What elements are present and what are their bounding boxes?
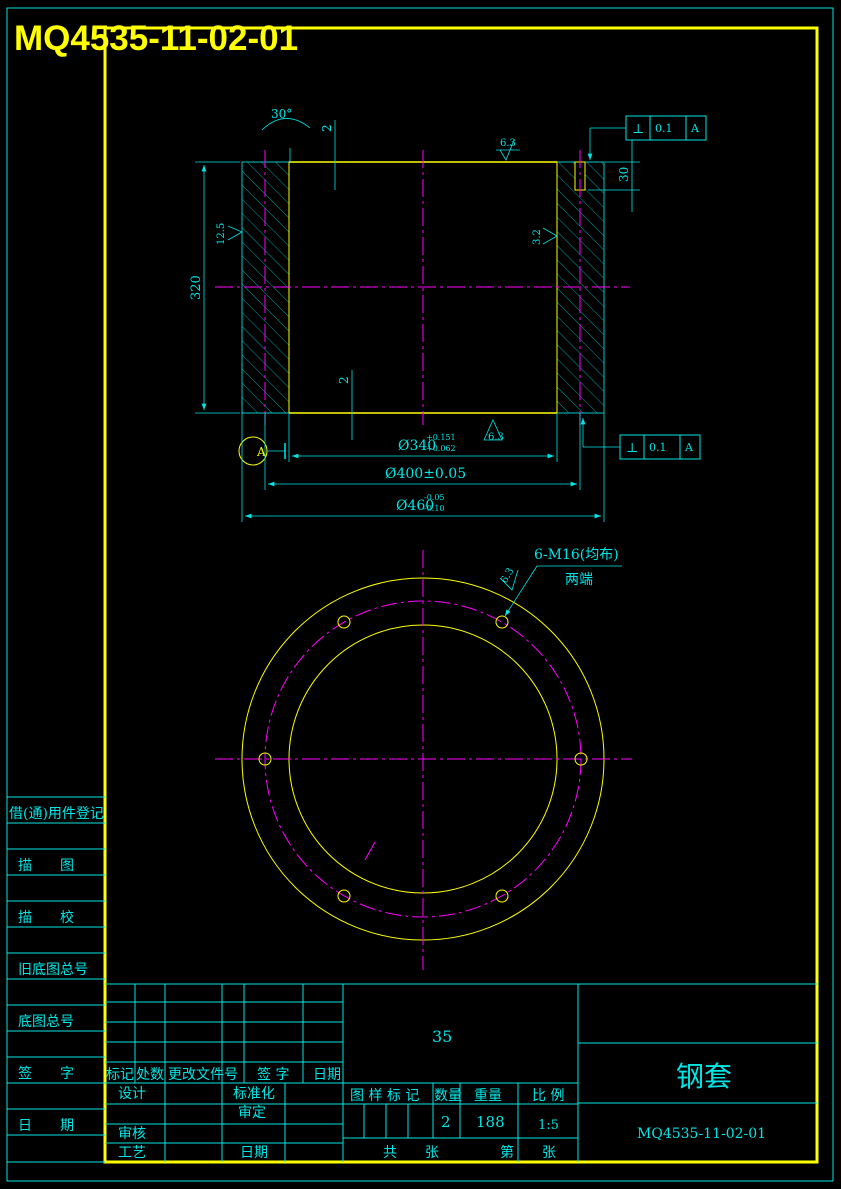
drawing-number-header: MQ4535-11-02-01: [14, 19, 298, 58]
tolerance-value-bottom: 0.1: [649, 441, 667, 454]
threaded-holes: [258, 615, 588, 903]
standardization-label: 标准化: [233, 1086, 275, 1102]
left-registry-column: 借(通)用件登记 描 图 描 校 旧底图总号 底图总号 签 字 日 期: [7, 796, 105, 1163]
bore-tol-upper: +0.151: [426, 433, 456, 442]
thread-note-ends: 两端: [565, 572, 593, 588]
tolerance-datum-bottom: A: [684, 441, 694, 454]
sheet-number-label: 第 张: [500, 1144, 556, 1161]
drawing-border: [103, 26, 819, 1164]
chamfer-angle-label: 30°: [271, 107, 292, 121]
design-label: 设计: [118, 1086, 146, 1102]
bore-tol-lower: +0.062: [426, 444, 456, 453]
registry-base-no: 底图总号: [18, 1014, 74, 1030]
registry-old-base-no: 旧底图总号: [18, 962, 88, 978]
col-header-quantity: 数量: [434, 1088, 462, 1104]
material-value: 35: [432, 1027, 452, 1046]
weight-value: 188: [476, 1113, 505, 1131]
total-sheets-label: 共 张: [383, 1145, 439, 1161]
section-view: 320 2 30° 2 6.3 6.3 12.5 3.2 30: [189, 107, 707, 522]
rev-header-mark: 标记: [106, 1067, 134, 1083]
roughness-inner: 3.2: [532, 229, 543, 245]
registry-borrowed-parts: 借(通)用件登记: [9, 806, 104, 822]
registry-draw: 描 图: [18, 858, 74, 874]
plan-view: 6-M16(均布) 两端 6.3: [215, 547, 632, 970]
roughness-outer: 12.5: [216, 223, 227, 245]
outer-tol-upper: -0.05: [424, 493, 445, 502]
perpendicularity-icon: ⊥: [632, 122, 644, 137]
roughness-bottom: 6.3: [488, 432, 504, 443]
part-name: 钢套: [676, 1060, 732, 1093]
col-header-pattern-mark: 图 样 标 记: [350, 1088, 419, 1104]
title-block: 标记 处数 更改文件号 签 字 日期 设计 标准化 审定 审核 工艺 日期 35…: [105, 983, 817, 1162]
pitch-dim-label: Ø400±0.05: [385, 466, 466, 482]
tolerance-datum-top: A: [690, 122, 700, 135]
col-header-weight: 重量: [474, 1088, 502, 1104]
process-label: 工艺: [118, 1145, 146, 1161]
rev-header-date: 日期: [313, 1067, 341, 1083]
datum-letter: A: [256, 445, 266, 459]
roughness-top: 6.3: [500, 138, 516, 149]
rev-header-sign: 签 字: [257, 1066, 289, 1083]
tolerance-frame-bottom: ⊥ 0.1 A: [580, 418, 701, 460]
date-label: 日期: [240, 1145, 268, 1161]
col-header-scale: 比 例: [532, 1088, 564, 1104]
height-dim-label: 320: [189, 275, 204, 300]
rev-header-change-doc: 更改文件号: [168, 1067, 238, 1083]
perpendicularity-icon: ⊥: [626, 441, 638, 456]
bore-dim-label: Ø340: [398, 438, 436, 454]
quantity-value: 2: [441, 1113, 451, 1131]
rev-header-count: 处数: [136, 1067, 164, 1083]
thread-depth-label: 30: [617, 167, 631, 182]
review-label: 审核: [118, 1126, 146, 1142]
outer-tol-lower: -0.10: [424, 504, 445, 513]
outer-dim-label: Ø460: [396, 498, 434, 514]
thread-note: 6-M16(均布): [534, 547, 619, 563]
registry-date: 日 期: [18, 1118, 74, 1134]
chamfer-bottom-label: 2: [337, 376, 351, 384]
registry-check: 描 校: [18, 909, 74, 926]
registry-sign: 签 字: [18, 1065, 74, 1082]
tolerance-frame-top: ⊥ 0.1 A: [587, 115, 707, 160]
datum-a-symbol: A: [238, 436, 286, 466]
scale-value: 1:5: [538, 1118, 559, 1133]
tolerance-value-top: 0.1: [655, 122, 673, 135]
outer-frame: [6, 7, 834, 1182]
drawing-number-block: MQ4535-11-02-01: [637, 1126, 766, 1142]
approve-label: 审定: [238, 1105, 266, 1121]
chamfer-top-label: 2: [320, 124, 334, 132]
